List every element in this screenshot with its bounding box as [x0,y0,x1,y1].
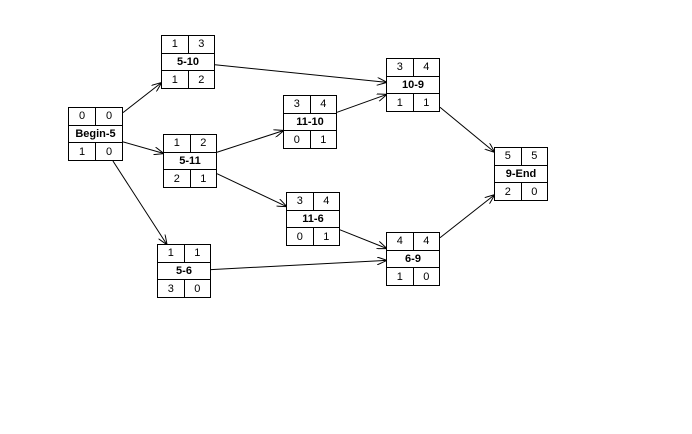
node-top-left-value: 3 [396,61,403,74]
node-bottom-right-value: 1 [312,228,340,246]
node-top-right-value: 4 [412,233,440,250]
edge-arrow-5-11-to-11-6 [216,173,286,207]
node-top-right-value: 5 [520,148,548,165]
node-bottom-left-value: 1 [171,73,178,86]
node-top-right-value: 4 [312,193,340,210]
edge-arrow-begin5-to-5-10 [122,83,161,113]
node-bottom-left-value: 2 [173,172,180,185]
edge-arrow-6-9-to-9-end [439,195,494,239]
edge-arrow-5-11-to-11-10 [216,131,283,153]
node-bottom-right-value: 0 [412,268,440,286]
node-top-left-value: 1 [171,38,178,51]
node-top-left-value: 1 [173,137,180,150]
node-label: 6-9 [405,253,421,265]
edge-arrow-5-6-to-6-9 [210,260,386,271]
node-top-right-value: 2 [189,135,217,152]
node-top-left-value: 5 [504,150,511,163]
edge-arrow-5-10-to-10-9 [214,64,386,82]
node-bottom-right-value: 0 [183,280,211,298]
node-bottom-right-value: 1 [309,131,337,149]
node-bottom-left-value: 3 [167,282,174,295]
node-label: 10-9 [401,79,425,91]
node-label: 11-6 [302,213,324,225]
node-label: Begin-5 [75,128,116,140]
node-label: 9-End [505,168,537,180]
node-label: 5-11 [179,155,201,167]
node-bottom-right-value: 1 [412,94,440,112]
node-bottom-left-value: 0 [293,133,300,146]
node-top-right-value: 3 [187,36,215,53]
edge-arrow-10-9-to-9-end [439,106,494,152]
node-bottom-left-value: 2 [504,185,511,198]
node-top-left-value: 0 [78,110,86,123]
node-top-right-value: 0 [95,108,122,125]
node-top-left-value: 3 [296,195,303,208]
edge-arrow-begin5-to-5-6 [112,160,167,244]
node-bottom-right-value: 0 [95,143,122,161]
node-label: 11-10 [296,116,324,128]
edge-arrow-11-10-to-10-9 [336,95,386,113]
node-bottom-left-value: 0 [296,230,303,243]
node-bottom-left-value: 1 [396,270,403,283]
node-top-right-value: 4 [412,59,440,76]
node-bottom-right-value: 2 [187,71,215,89]
edge-arrow-begin5-to-5-11 [122,141,163,153]
node-bottom-left-value: 1 [396,96,403,109]
node-top-left-value: 4 [396,235,403,248]
node-top-right-value: 4 [309,96,337,113]
edge-arrow-11-6-to-6-9 [339,229,386,248]
node-top-left-value: 1 [167,247,174,260]
node-top-right-value: 1 [183,245,211,262]
node-label: 5-10 [176,56,200,68]
node-bottom-right-value: 1 [189,170,217,188]
node-bottom-left-value: 1 [78,145,86,158]
node-label: 5-6 [176,265,192,277]
node-top-left-value: 3 [293,98,300,111]
node-bottom-right-value: 0 [520,183,548,201]
